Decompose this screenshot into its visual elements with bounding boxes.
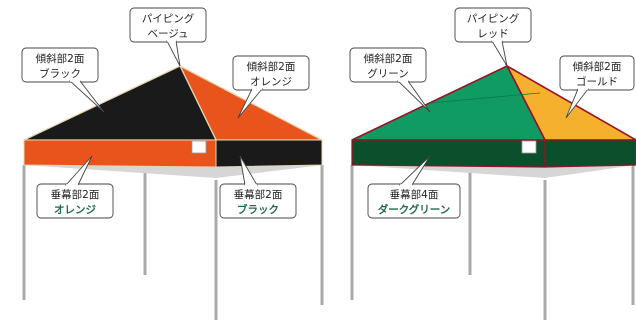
right-piping-label-line1: パイピング <box>467 12 520 25</box>
right-curtain-label-line2: ダークグリーン <box>378 203 451 216</box>
right-slope-right-label-line2: ゴールド <box>576 75 618 88</box>
right-slope-right-label-line1: 傾斜部2面 <box>573 60 622 73</box>
left-piping-label-line1: パイピング <box>142 12 195 25</box>
right-tent-underside <box>352 165 636 178</box>
left-piping-label-line2: ベージュ <box>147 28 188 40</box>
left-slope-left-label-line2: ブラック <box>39 67 81 80</box>
right-tent-curtain-front <box>351 139 546 168</box>
callout-right-curtain: 垂幕部4面 ダークグリーン <box>367 155 461 219</box>
callout-right-slope-left: 傾斜部2面 グリーン <box>349 47 431 113</box>
left-tent-window <box>191 140 207 154</box>
callout-right-piping: パイピング レッド <box>454 7 532 67</box>
right-tent-curtain-side <box>544 139 636 168</box>
right-tent-roof-seam <box>429 92 541 104</box>
callout-left-slope-right: 傾斜部2面 オレンジ <box>232 55 310 119</box>
callout-left-curtain-front: 垂幕部2面 オレンジ <box>36 155 114 219</box>
right-piping-label-line2: レッド <box>477 28 509 40</box>
left-curtain-side-label-line2: ブラック <box>237 203 279 216</box>
callout-left-piping: パイピング ベージュ <box>129 7 207 67</box>
right-curtain-label-line1: 垂幕部4面 <box>390 188 439 201</box>
right-tent <box>350 63 636 320</box>
left-curtain-front-label-line2: オレンジ <box>54 204 96 216</box>
callout-left-curtain-side: 垂幕部2面 ブラック <box>219 155 297 219</box>
right-slope-left-label-line1: 傾斜部2面 <box>364 52 413 65</box>
callout-left-slope-left: 傾斜部2面 ブラック <box>21 47 105 113</box>
left-tent-curtain-front <box>23 139 217 168</box>
left-curtain-side-label-line1: 垂幕部2面 <box>234 188 283 201</box>
left-tent-curtain-side <box>215 139 323 168</box>
left-curtain-front-label-line1: 垂幕部2面 <box>51 188 100 201</box>
right-tent-window <box>521 140 537 154</box>
left-slope-left-label-line1: 傾斜部2面 <box>36 52 85 65</box>
right-slope-left-label-line2: グリーン <box>367 67 408 80</box>
left-slope-right-label-line2: オレンジ <box>250 76 292 88</box>
left-slope-right-label-line1: 傾斜部2面 <box>247 60 296 73</box>
callout-right-slope-right: 傾斜部2面 ゴールド <box>559 55 635 119</box>
